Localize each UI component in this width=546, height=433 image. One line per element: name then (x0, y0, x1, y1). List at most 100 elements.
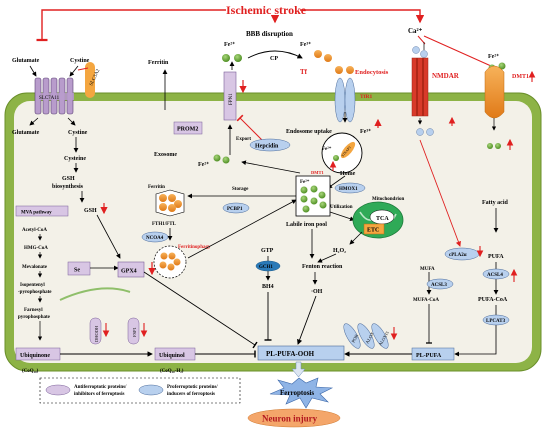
cp-arrow (247, 50, 303, 59)
acetyl-coa: Acetyl-CoA (22, 228, 47, 233)
ferroptosis: Ferroptosis (280, 389, 314, 397)
glutamate-in: Glutamate (12, 130, 40, 136)
calcium-label: Ca²⁺ (408, 27, 423, 35)
home: Home (340, 171, 356, 177)
fenton: Fenton reaction (302, 264, 343, 270)
svg-text:Hepcidin: Hepcidin (255, 144, 279, 150)
fe3-top: Fe³⁺ (300, 41, 311, 48)
fe2-top-left: Fe²⁺ (224, 41, 235, 48)
fe2-mid: Fe²⁺ (198, 161, 209, 168)
hmox1-box (334, 182, 366, 194)
svg-text:cPLA2α: cPLA2α (449, 253, 467, 258)
export: Export (236, 137, 251, 142)
pl-pufa-ooh-box (257, 345, 345, 361)
svg-text:MVA pathway: MVA pathway (21, 211, 52, 216)
svg-text:PCBP1: PCBP1 (227, 207, 243, 212)
coq10h2: (CoQ₁₀-H₂) (160, 369, 184, 374)
svg-text:ALOX: ALOX (365, 331, 376, 345)
legend-pro-line1: Proferroptotic proteins/ (167, 385, 218, 390)
mufa: MUFA (420, 267, 435, 272)
svg-text:HMOX1: HMOX1 (339, 187, 358, 192)
lpcat3-box (482, 314, 510, 326)
svg-text:FPN1: FPN1 (229, 93, 234, 105)
endocytosis: Endocytosis (355, 69, 389, 76)
svg-text:ETC: ETC (367, 228, 379, 234)
gsh: GSH (84, 208, 97, 214)
nmdar-label: NMDAR (432, 72, 460, 80)
coq10: (CoQ₁₀) (22, 369, 39, 374)
por-box (343, 323, 361, 349)
svg-text:Ubiquinone: Ubiquinone (20, 353, 50, 359)
steap3-capsule (340, 141, 356, 159)
ferritinophagy: Ferritinophagy (178, 245, 211, 250)
legend-anti-line1: Antiferroptotic proteins/ (74, 385, 127, 390)
dmt1-right: DMT1 (512, 74, 529, 80)
fpp-line1: Farnesyl (24, 308, 43, 313)
cytoplasm (14, 101, 532, 363)
svg-text:DHODH: DHODH (94, 325, 99, 342)
labile-iron-dots (300, 185, 327, 213)
nmdar-channel (411, 57, 429, 117)
fpn1-channel (223, 71, 237, 121)
svg-text:GCH1: GCH1 (259, 265, 273, 270)
labile-label: Labile iron pool (286, 222, 327, 228)
endosome-uptake: Endosome uptake (286, 129, 332, 135)
cystine-in: Cystine (68, 130, 88, 136)
ferroptosis-burst (269, 377, 334, 409)
svg-text:POR: POR (351, 333, 360, 343)
mufa-coa: MUFA-CoA (413, 298, 439, 303)
tfr1-label: TfR1 (360, 94, 372, 100)
ferritin-top: Ferritin (148, 60, 169, 66)
fe3-endosome: Fe³⁺ (360, 128, 371, 135)
svg-text:ACSL3: ACSL3 (431, 283, 447, 288)
gsh-biosynthesis-line1: GSH (62, 176, 75, 182)
fe2-right: Fe²⁺ (488, 53, 499, 60)
title-left-inhibit (36, 9, 226, 42)
fe2-labile: Fe²⁺ (300, 179, 310, 185)
title-right-connector (300, 9, 425, 24)
gsh-biosynthesis-line2: biosynthesis (52, 184, 84, 190)
ferritin-storage-label: Ferritin (148, 185, 165, 190)
ipp-line1: Isopentenyl (20, 283, 45, 288)
glutamate-out: Glutamate (12, 58, 40, 64)
pufa-coa: PUFA-CoA (478, 297, 508, 303)
ferroptosis-arrow (291, 361, 306, 378)
fsp1-box (127, 317, 140, 345)
alox15-box (371, 323, 389, 349)
gch1-box (255, 260, 281, 272)
cp: CP (270, 56, 278, 62)
steap3-label: STEAP3 (341, 145, 352, 157)
selenium-box (67, 261, 91, 276)
svg-text:PROM2: PROM2 (177, 127, 198, 133)
ipp-line2: -pyrophosphate (18, 290, 52, 295)
fpp-line2: pyrophosphate (18, 315, 51, 320)
tfr1-receptor (334, 66, 356, 123)
neuron-injury (247, 408, 341, 428)
gpx4: GPX4 (121, 269, 137, 275)
svg-text:Neuron injury: Neuron injury (262, 414, 318, 424)
legend-anti-line2: inhibitors of ferroptosis (74, 392, 125, 397)
svg-text:TCA: TCA (376, 216, 389, 222)
mva-header (15, 205, 69, 217)
title: Ischemic stroke (226, 3, 307, 17)
legend-pro-swatch (138, 384, 164, 396)
hmg-coa: HMG-CoA (24, 246, 48, 251)
etc-box (363, 223, 385, 235)
acsl4-box (482, 268, 510, 280)
pufa: PUFA (488, 254, 504, 260)
storage: Storage (232, 187, 249, 192)
slc7a11-label: SLC7A11 (39, 96, 60, 101)
hepcidin-inhibit (236, 114, 263, 141)
legend-pro-line2: inducers of ferroptosis (167, 392, 215, 397)
cystine-out: Cystine (70, 58, 90, 64)
fatty-acid: Fatty acid (482, 200, 508, 206)
legend-anti-swatch (45, 384, 71, 396)
pcbp1-box (222, 202, 250, 214)
svg-text:FSP1: FSP1 (132, 327, 137, 337)
ferritinophagy-vesicle (153, 245, 187, 279)
bbb-disruption: BBB disruption (246, 30, 293, 38)
tf: Tf (300, 68, 308, 76)
h2o2: H₂O₂ (333, 248, 346, 254)
dhodh-box (89, 317, 102, 345)
